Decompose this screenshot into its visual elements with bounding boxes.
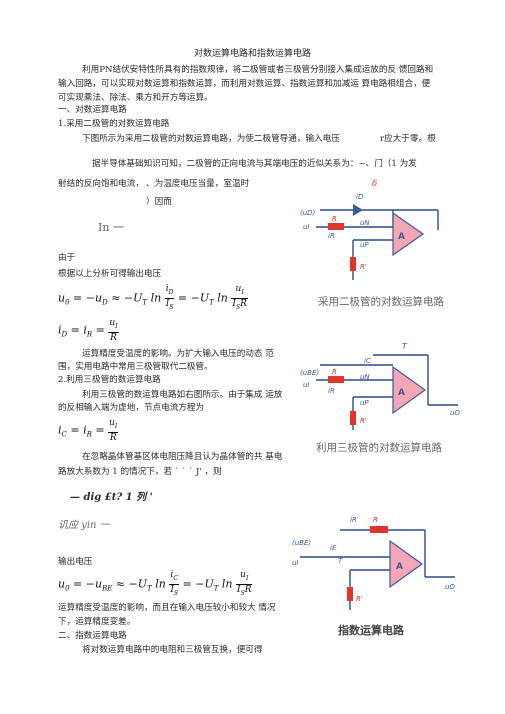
paragraph-accuracy-3: 运算精度受温度的影响，而且在输入电压较小和较大 情况 (58, 603, 276, 613)
page-title: 对数运算电路和指数运算电路 (193, 49, 311, 59)
fig2-label-uo: uO (450, 409, 460, 417)
subsection-heading-1-1: 1.采用二极管的对数运算电路 (58, 119, 170, 129)
paragraph-output: 根据以上分析可得输出电压 (58, 269, 162, 279)
paragraph-condition: 在忽略晶体管基区体电阻压降且认为晶体管的共 基电 (82, 452, 283, 462)
fig1-label-un: uN (360, 219, 370, 227)
paragraph-diode-3b: 、为温度电压当量，室温时 (146, 179, 250, 189)
subsection-heading-1-2: 2.利用三极管的数运算电路 (58, 375, 161, 385)
fig2-label-un: uN (360, 373, 370, 381)
figure-3-caption: 指数运算电路 (338, 624, 404, 637)
paragraph-accuracy-4: 下，运算精度变差。 (58, 617, 136, 627)
garbled-formula-2: 讥应 yin 一 (58, 520, 110, 531)
text-youyu: 由于 (58, 253, 76, 263)
figure-diode-log-circuit: A (uD) uI R iD iR uN uP R' (300, 193, 439, 280)
fig3-label-a: A (396, 562, 403, 572)
paragraph-diode-4: ）因而 (146, 197, 172, 207)
fig2-label-ir: iR (328, 387, 335, 395)
paragraph-intro-2: 输入回路，可以实现对数运算和指数运算，而利用对数运算、指数运算和加减运 算电路相… (58, 79, 431, 89)
paragraph-transistor: 利用三极管的数运算电路如右图所示。由于集成 运放 (82, 390, 283, 400)
fig1-label-ud: (uD) (300, 209, 316, 217)
paragraph-condition-2: 路放大系数为 1 的情况下，若 ` ` ` J' ，则 (58, 467, 222, 477)
figure-2-caption: 利用三极管的对数运算电路 (316, 442, 442, 454)
paragraph-exponential: 将对数运算电路中的电阻和三极管互换，便可得 (82, 645, 263, 655)
paragraph-diode-3: 射结的反向饱和电流， (58, 179, 144, 189)
paragraph-intro-3: 可实现乘法、除法、乘方和开方等运算。 (58, 93, 213, 103)
fig2-label-ui: uI (303, 381, 310, 389)
fig2-label-rprime: R' (360, 417, 367, 425)
fig1-label-up: uP (360, 241, 369, 249)
red-mark: δ (372, 179, 378, 189)
fig2-label-r: R (332, 368, 337, 376)
fig2-label-up: uP (360, 399, 369, 407)
figure-1-caption: 采用二极管的对数运算电路 (318, 296, 444, 308)
label-output-voltage: 输出电压 (58, 557, 93, 567)
fig1-label-a: A (398, 232, 405, 242)
paragraph-transistor-2: 的反相输入端为虚地，节点电流方程为 (58, 403, 205, 413)
paragraph-diode-tail: r应大于零。根 (380, 134, 436, 144)
ln-line: In 一 (98, 221, 124, 234)
fig2-label-t: T (402, 342, 408, 351)
fig3-label-ie: iE (330, 544, 337, 552)
fig2-label-ic: iC (364, 357, 371, 365)
fig1-label-rprime: R' (360, 263, 367, 271)
fig1-label-id: iD (356, 193, 364, 201)
fig1-label-r: R (332, 215, 337, 223)
fig1-label-ir: iR (328, 232, 335, 240)
fig3-label-rprime: R' (356, 595, 363, 603)
section-heading-1: 一、对数运算电路 (58, 105, 127, 115)
fig2-label-a: A (398, 388, 405, 398)
fig3-label-r: R (373, 516, 378, 524)
paragraph-accuracy: 运算精度受温度的影响。为扩大输入电压的动态 范 (82, 349, 274, 359)
paragraph-diode: 下图所示为采用二极管的对数运算电路，为使二极管导通，输入电压 (82, 134, 340, 144)
paragraph-intro: 利用PN结伏安特性所具有的指数规律，将二极管或者三极管分别接入集成运放的反 馈回… (82, 65, 434, 75)
fig3-label-t: T (338, 557, 343, 565)
figure-exponential-circuit: A R iR (uBE) uI iE T R' uO (292, 516, 455, 610)
fig1-label-ui: uI (303, 223, 310, 231)
fig3-label-ui: uI (292, 559, 299, 567)
fig3-label-uo: uO (445, 583, 455, 591)
fig3-label-ube: (uBE) (292, 539, 311, 547)
fig2-label-ube: (uBE) (300, 369, 319, 377)
paragraph-accuracy-2: 围，实用电路中常用三极管取代二极管。 (58, 362, 213, 372)
paragraph-diode-2: 据半导体基础知识可知，二极管的正向电流与其端电压的近似关系为：~、门（1 为发 (92, 159, 417, 169)
garbled-formula-1: — dig £t? 1 列 ' (70, 492, 153, 503)
section-heading-2: 二、指数运算电路 (58, 631, 127, 641)
figure-transistor-log-circuit: A T iC (uBE) uI R iR uN uP R' uO (300, 342, 460, 430)
fig3-label-iR: iR (350, 516, 357, 524)
